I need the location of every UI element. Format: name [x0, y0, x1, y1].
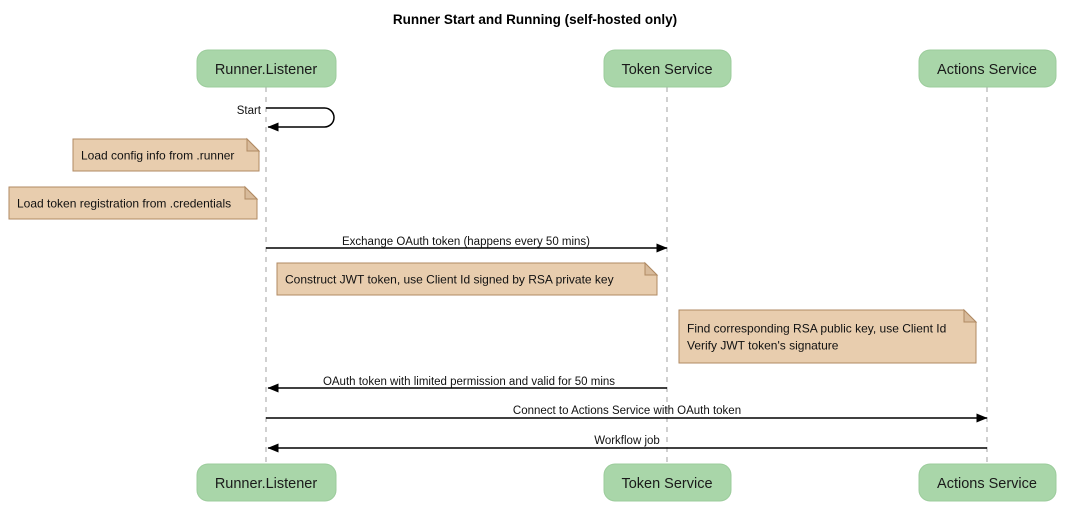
note-n2: Load token registration from .credential… [8, 185, 259, 220]
participant-token-footer[interactable]: Token Service [603, 463, 732, 502]
participant-runner-header[interactable]: Runner.Listener [196, 49, 337, 88]
note-text-line: Verify JWT token's signature [687, 339, 839, 353]
note-body [678, 309, 977, 364]
note-text-line: Construct JWT token, use Client Id signe… [285, 273, 614, 287]
note-body [8, 186, 258, 220]
participant-actions-footer[interactable]: Actions Service [918, 463, 1057, 502]
message-m2[interactable]: Exchange OAuth token (happens every 50 m… [266, 236, 668, 253]
lifelines-group [265, 87, 988, 464]
note-n3: Construct JWT token, use Client Id signe… [276, 261, 659, 296]
participant-box [603, 49, 732, 88]
participant-label: Runner.Listener [215, 62, 318, 78]
participant-label: Token Service [621, 62, 712, 78]
message-self-loop-path [266, 107, 335, 132]
participant-runner-footer[interactable]: Runner.Listener [196, 463, 337, 502]
message-label: Exchange OAuth token (happens every 50 m… [342, 236, 590, 248]
note-fold-corner [246, 137, 261, 152]
participant-label: Actions Service [937, 476, 1037, 492]
participant-token-header[interactable]: Token Service [603, 49, 732, 88]
note-n1: Load config info from .runner [72, 137, 261, 172]
note-text-line: Load config info from .runner [81, 149, 234, 163]
participant-label: Token Service [621, 476, 712, 492]
note-text-line: Find corresponding RSA public key, use C… [687, 322, 946, 336]
message-m4[interactable]: Connect to Actions Service with OAuth to… [266, 405, 988, 423]
note-body [72, 138, 260, 172]
message-m1[interactable]: Start [237, 105, 335, 132]
message-label: Connect to Actions Service with OAuth to… [513, 405, 741, 417]
participant-actions-header[interactable]: Actions Service [918, 49, 1057, 88]
participant-box [196, 49, 337, 88]
message-m3[interactable]: OAuth token with limited permission and … [267, 376, 667, 393]
participant-label: Actions Service [937, 62, 1037, 78]
note-fold-corner [963, 308, 978, 323]
message-label: Start [237, 105, 262, 117]
diagram-title: Runner Start and Running (self-hosted on… [393, 12, 677, 27]
participant-box [196, 463, 337, 502]
message-label: Workflow job [594, 435, 660, 447]
participant-box [918, 463, 1057, 502]
note-fold-corner [644, 261, 659, 276]
participant-box [603, 463, 732, 502]
message-m5[interactable]: Workflow job [267, 435, 987, 453]
participant-label: Runner.Listener [215, 476, 318, 492]
note-n4: Find corresponding RSA public key, use C… [678, 308, 978, 364]
message-label: OAuth token with limited permission and … [323, 376, 615, 388]
note-body [276, 262, 658, 296]
note-text-line: Load token registration from .credential… [17, 197, 231, 211]
note-fold-corner [244, 185, 259, 200]
participant-box [918, 49, 1057, 88]
